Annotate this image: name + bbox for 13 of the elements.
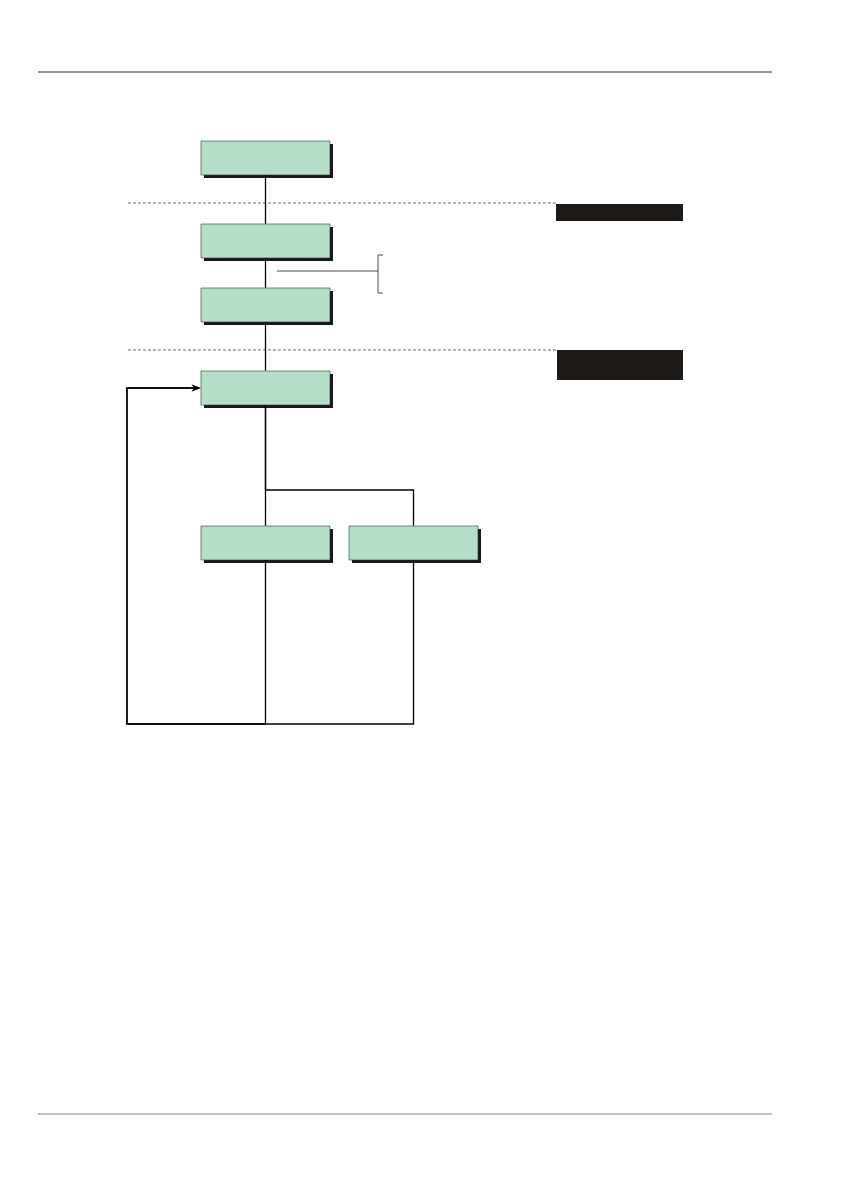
process-box [200, 287, 333, 325]
label-bar [557, 350, 683, 380]
connector [264, 257, 267, 289]
connector [126, 384, 415, 725]
label-bar [556, 204, 683, 221]
connector [264, 321, 267, 372]
process-box [200, 525, 333, 563]
connector [264, 174, 267, 225]
process-box [200, 223, 333, 261]
process-box [200, 140, 333, 178]
process-box [348, 525, 481, 563]
connector [264, 404, 415, 527]
process-box [200, 370, 333, 408]
